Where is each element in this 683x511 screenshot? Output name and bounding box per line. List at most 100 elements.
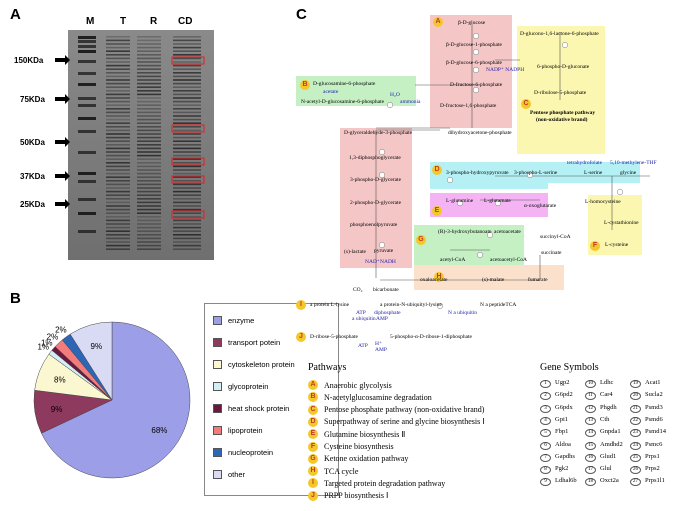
cofactor-diphosphate: diphosphate (374, 310, 401, 316)
gel-band (173, 115, 201, 117)
gel-band (106, 190, 130, 193)
gel-band (173, 68, 201, 70)
cofactor-atp-j: ATP (358, 343, 368, 349)
pathway-list-tag: E (308, 429, 318, 440)
metabolite-1-3-diphosphoglycerate: 1,3-diphosphoglycerate (349, 155, 401, 161)
gel-band (137, 39, 161, 42)
pie-label-heatshock: 1% (41, 338, 53, 347)
enzyme-number-circle (386, 101, 393, 108)
pie-label-enzyme: 68% (151, 426, 167, 435)
legend-swatch (213, 338, 222, 347)
gel-band (137, 54, 161, 56)
pathway-list-tag: I (308, 478, 318, 489)
gel-band (173, 36, 201, 38)
gel-band (106, 212, 130, 214)
box-serine-2 (548, 162, 640, 183)
gel-band (137, 82, 161, 85)
gene-symbol: Gpi1 (555, 415, 568, 423)
gel-band (137, 64, 161, 67)
legend-label: glycoprotein (228, 382, 269, 391)
gene-number: 17 (585, 466, 596, 475)
gel-band (106, 165, 130, 168)
gel-band (173, 147, 201, 150)
gel-band (106, 43, 130, 45)
gel-band (173, 129, 201, 132)
gene-number: 2 (540, 392, 551, 401)
enzyme-number-circle (562, 42, 569, 49)
panel-label-a: A (10, 6, 21, 23)
pathway-list-label: Ketone oxidation pathway (324, 454, 409, 464)
gel-band (137, 230, 161, 232)
gene-number: 8 (540, 466, 551, 475)
gene-symbol-item: 12 Phgdh (585, 404, 617, 413)
gel-band (137, 162, 161, 164)
gel-band (173, 226, 201, 229)
gel-band (173, 46, 201, 49)
gel-band (137, 165, 161, 168)
cofactor-n-ubiquitin: N a ubiquitin (448, 310, 478, 316)
gel-band (106, 61, 130, 63)
metabolite-6-phospho-d-gluconate: 6-phospho-D-gluconate (537, 64, 590, 70)
metabolite-glyceraldehyde-3-phosphate: D-glyceraldehyde-3-phosphate (344, 130, 413, 136)
pathway-tag-b: B (300, 80, 310, 90)
gene-number: 13 (585, 416, 596, 425)
gel-band (173, 216, 201, 218)
gel-band (173, 64, 201, 67)
gene-symbol: Prps2 (645, 465, 660, 473)
pie-label-nucleoprotein: 2% (55, 326, 67, 335)
gel-band (137, 237, 161, 240)
gel-highlight-box (171, 210, 205, 219)
gel-band (137, 61, 161, 63)
gel-band (78, 212, 96, 215)
gel-band (173, 201, 201, 204)
gel-band (137, 129, 161, 132)
gel-band (173, 176, 201, 178)
metabolite-dhap: dihydroxyacetone-phosphate (448, 130, 512, 136)
gel-band (137, 104, 161, 106)
gel-band (106, 86, 130, 88)
gel-band (106, 162, 130, 164)
gene-symbol: Sucla2 (645, 391, 663, 399)
metabolite-glucono-lactone-6-phosphate: D-glucono-1,6-lactone-6-phosphate (520, 31, 599, 37)
gene-number: 12 (585, 404, 596, 413)
gene-symbol: Ldhal6b (555, 477, 577, 485)
legend-label: enzyme (228, 316, 255, 325)
gel-band (137, 244, 161, 247)
pathway-list-tag: C (308, 404, 318, 415)
gel-band (106, 93, 130, 96)
gene-number: 15 (585, 441, 596, 450)
gene-symbol: Glul (600, 465, 612, 473)
gel-band (78, 180, 96, 183)
gel-band (106, 46, 130, 49)
cofactor-h-j: H⁺ (375, 341, 382, 347)
gel-band (137, 86, 161, 88)
gel-band (173, 162, 201, 164)
gel-band (106, 223, 130, 225)
panel-label-b: B (10, 290, 21, 307)
gel-band (173, 126, 201, 128)
gene-number: 23 (630, 429, 641, 438)
gene-symbol: Psmd3 (645, 403, 663, 411)
gel-band (137, 115, 161, 117)
gel-band (106, 57, 130, 60)
gel-band (137, 190, 161, 193)
pathway-list-tag: G (308, 453, 318, 464)
marker-arrow-150 (55, 55, 70, 65)
cofactor-nadh: NADH (380, 259, 396, 265)
gel-band (137, 68, 161, 70)
gel-band (137, 169, 161, 171)
lane-label-m: M (86, 16, 95, 27)
gel-band (106, 50, 130, 52)
gene-number: 22 (630, 416, 641, 425)
gene-number: 27 (630, 478, 641, 487)
gel-band (137, 241, 161, 243)
gel-band (106, 158, 130, 160)
gene-symbol: Phgdh (600, 403, 617, 411)
